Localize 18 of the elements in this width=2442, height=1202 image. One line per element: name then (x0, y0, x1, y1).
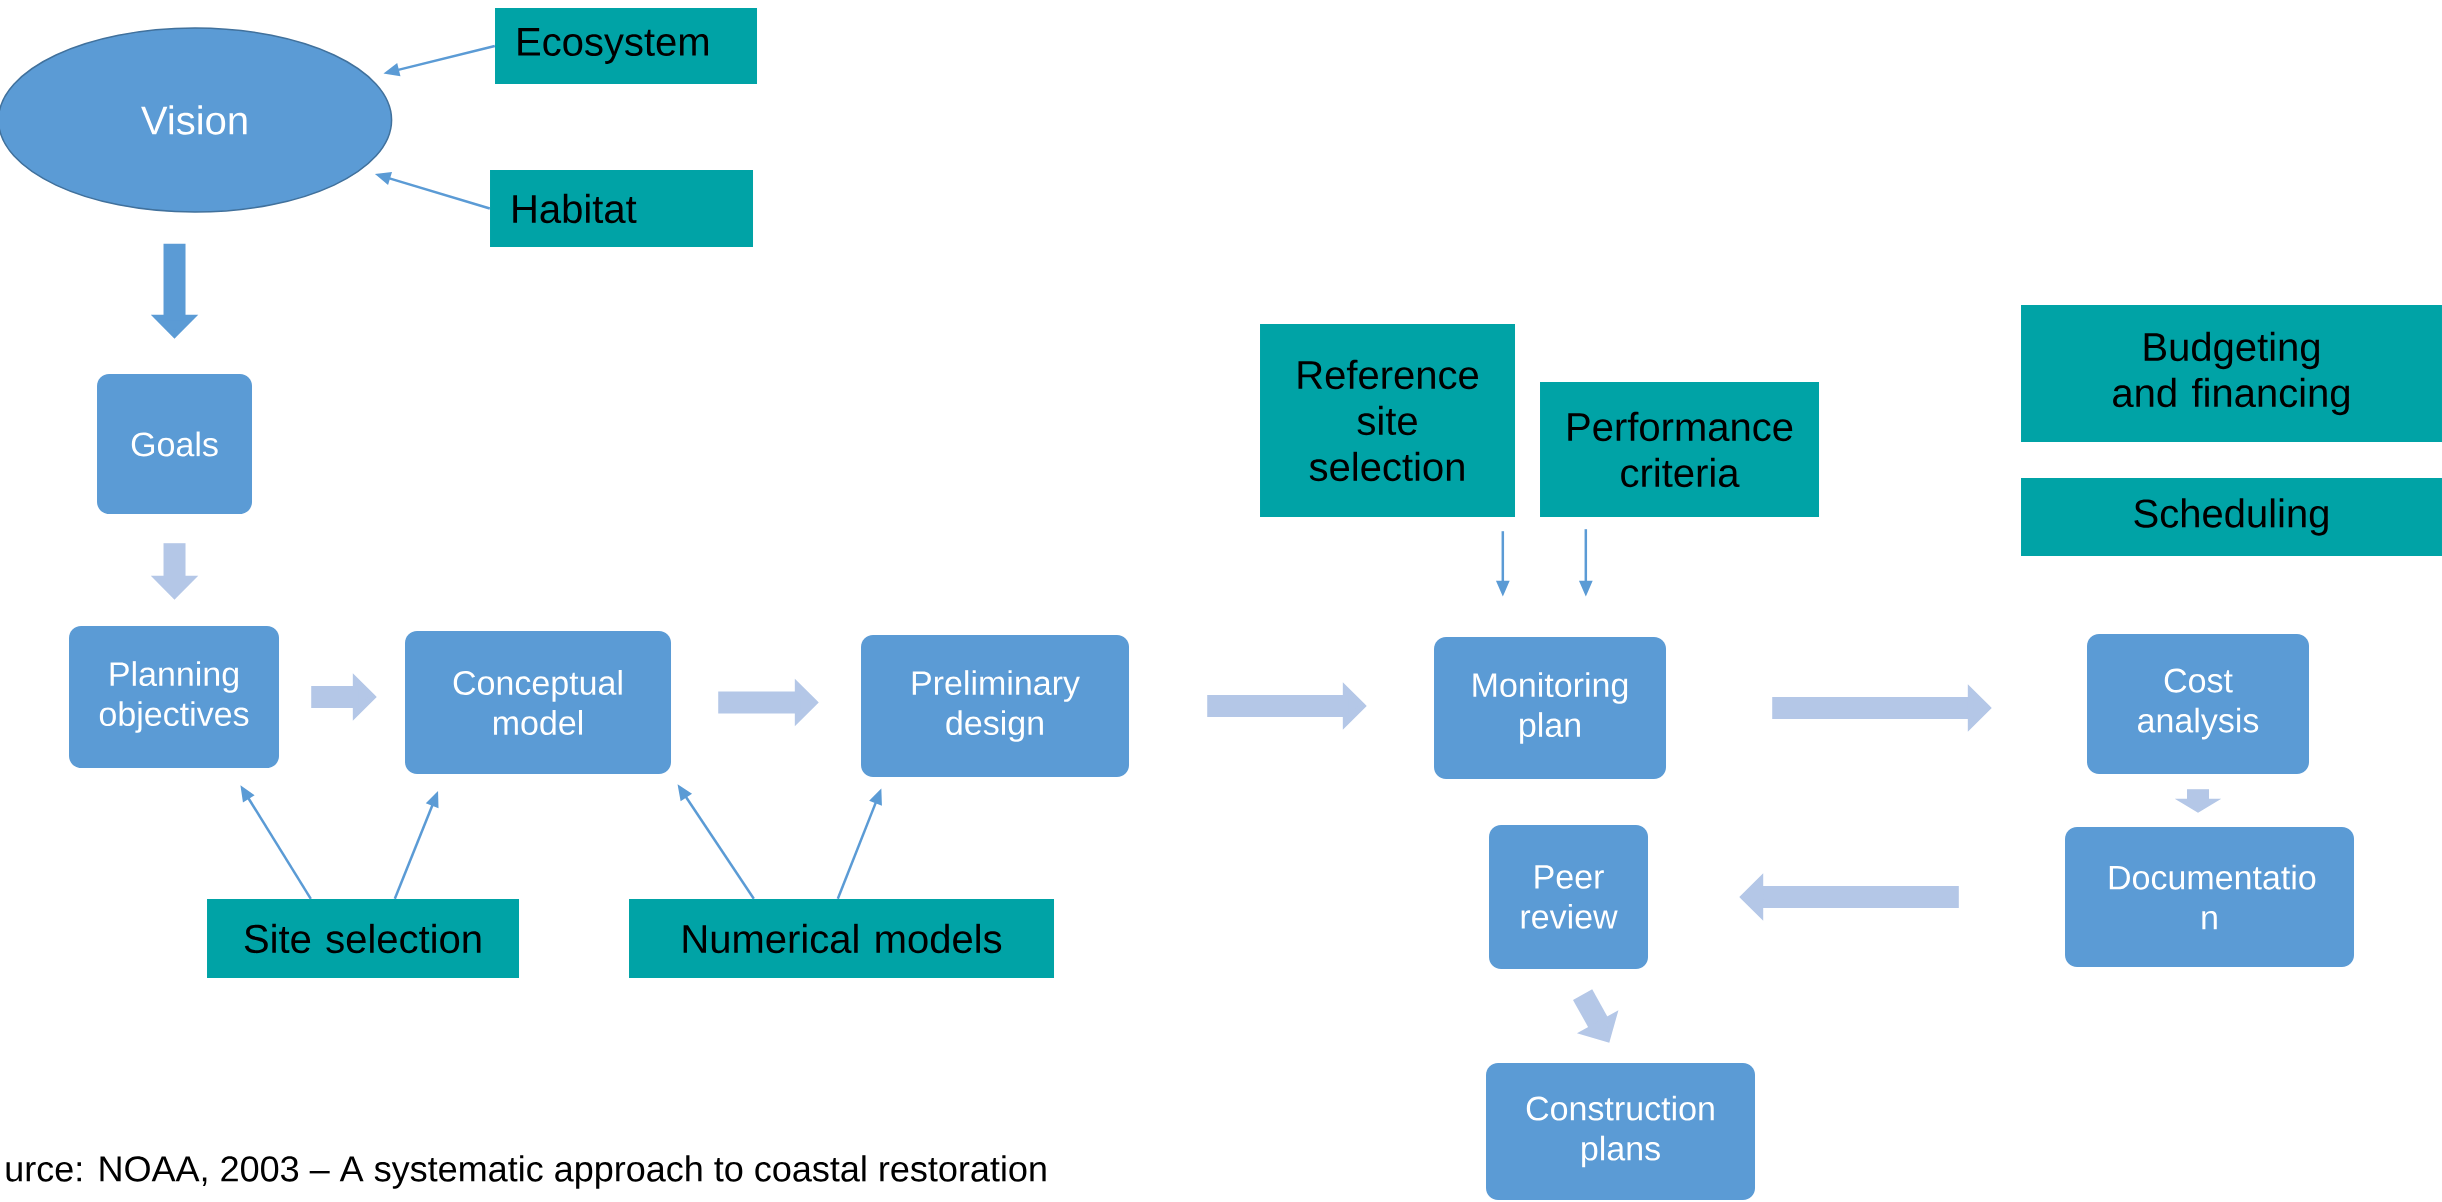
process-box: Planning objectives (69, 626, 279, 768)
topic-box: Performance criteria (1540, 382, 1819, 517)
process-box: Monitoring plan (1434, 637, 1666, 779)
topic-box: Numerical models (629, 899, 1054, 978)
process-box: Peer review (1489, 825, 1648, 969)
source-caption: urce: NOAA, 2003 – A systematic approach to coastal restoration (6, 1155, 1046, 1189)
topic-box: Budgeting and financing (2021, 305, 2442, 442)
process-box: Documentatio n (2065, 827, 2354, 967)
process-box: Goals (97, 374, 252, 514)
topic-box: Site selection (207, 899, 519, 978)
topic-box: Scheduling (2021, 478, 2442, 556)
topic-box: Reference site selection (1260, 324, 1515, 517)
process-box: Cost analysis (2087, 634, 2309, 774)
process-box: Construction plans (1486, 1063, 1755, 1200)
topic-box: Ecosystem (495, 8, 757, 84)
process-box: Conceptual model (405, 631, 671, 774)
topic-box: Habitat (490, 170, 753, 247)
process-box: Preliminary design (861, 635, 1129, 777)
